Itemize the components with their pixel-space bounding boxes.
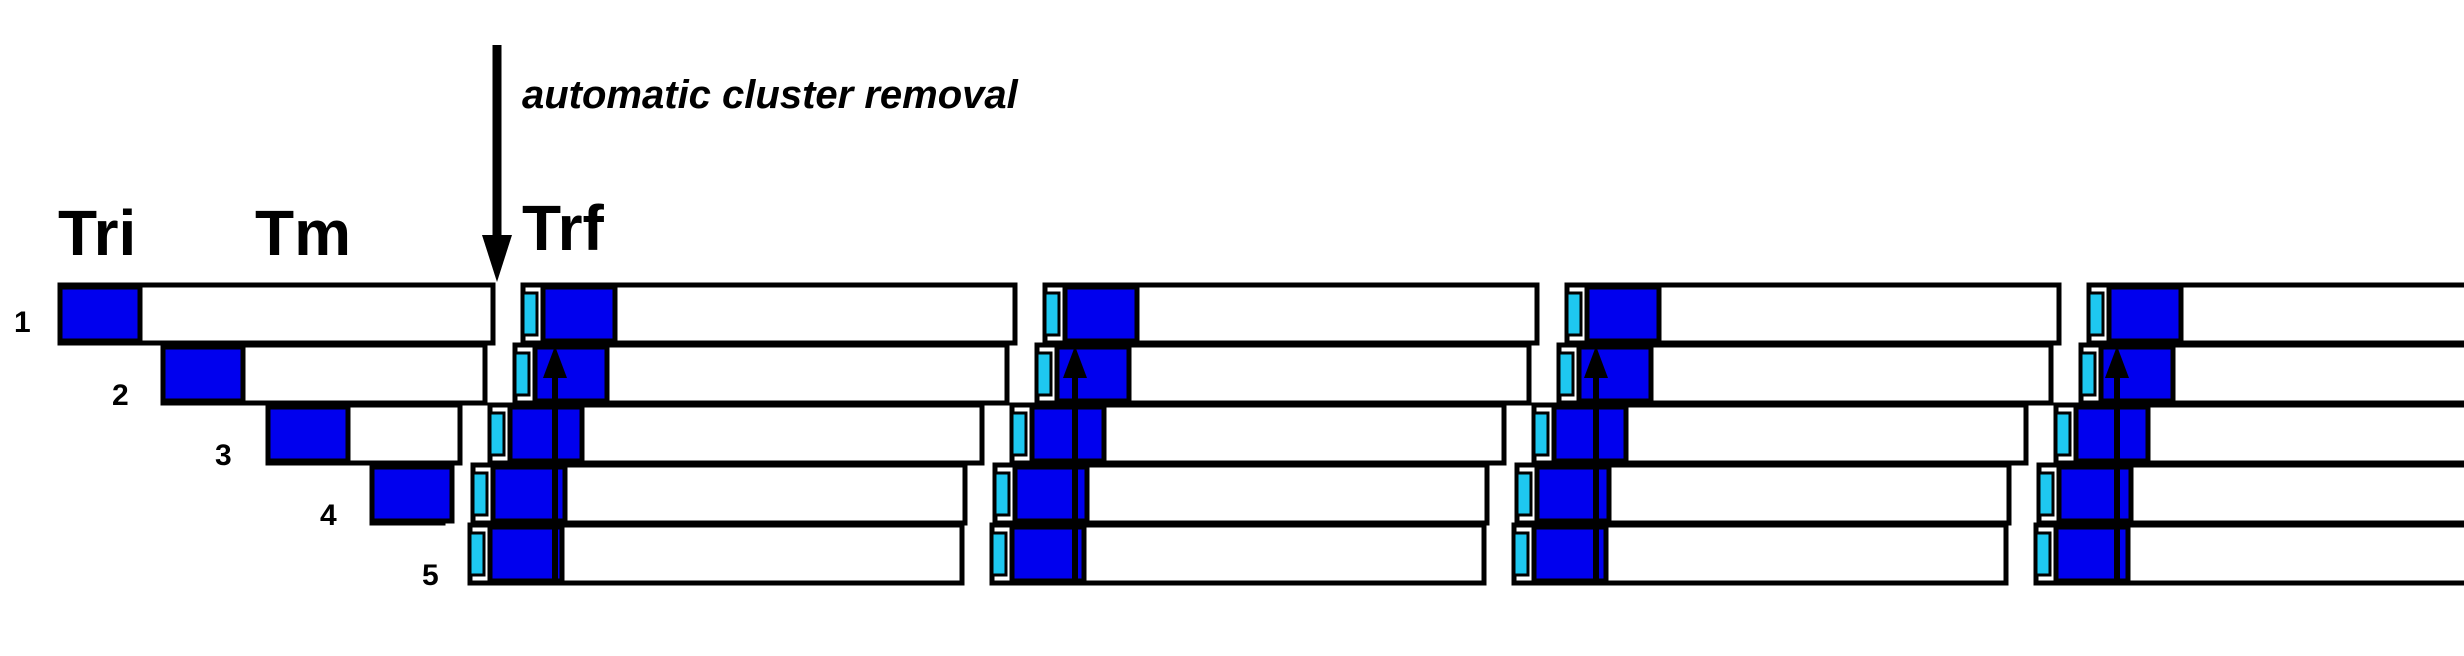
final-phase-block [2037,471,2055,517]
initial-phase-block [160,344,246,404]
row-label-1: 1 [14,306,31,339]
row-1 [57,282,2464,346]
initial-phase-block [57,284,143,344]
final-phase-block [1035,351,1053,397]
initial-phase-block [2106,284,2184,344]
final-phase-block [1010,411,1028,457]
row-label-2: 2 [112,379,129,412]
initial-phase-block [1551,404,1629,464]
initial-phase-block [487,524,565,584]
final-phase-block [1557,351,1575,397]
final-phase-block [1532,411,1550,457]
phase-label-middle: Tm [255,197,351,269]
cluster-removal-arrowhead [482,235,512,282]
initial-phase-block [1062,284,1140,344]
initial-phase-block [507,404,585,464]
final-phase-block [1515,471,1533,517]
final-phase-block [1565,291,1583,337]
process-rows [57,282,2464,586]
final-phase-block [2087,291,2105,337]
initial-phase-block [1584,284,1662,344]
initial-phase-block [540,284,618,344]
final-phase-block [1512,531,1530,577]
final-phase-block [468,531,486,577]
final-phase-block [993,471,1011,517]
final-phase-block [2054,411,2072,457]
final-phase-block [2079,351,2097,397]
phase-label-initial: Tri [58,197,136,269]
removal-link-arrowhead-icon [2105,346,2129,378]
removal-link-arrowhead-icon [1584,346,1608,378]
final-phase-block [488,411,506,457]
row-5 [467,522,2464,586]
annotation-text: automatic cluster removal [522,73,1019,117]
initial-phase-block [2073,404,2151,464]
initial-phase-block [2056,464,2134,524]
removal-link-arrowhead-icon [1063,346,1087,378]
phase-label-final: Trf [522,192,604,264]
row-3 [265,402,2464,466]
row-label-3: 3 [215,439,232,472]
initial-phase-block [265,404,351,464]
final-phase-block [471,471,489,517]
row-label-5: 5 [422,559,439,592]
initial-phase-block [1029,404,1107,464]
initial-phase-block [369,464,455,524]
final-phase-block [521,291,539,337]
final-phase-block [513,351,531,397]
final-phase-block [2034,531,2052,577]
removal-link-arrowhead-icon [543,346,567,378]
final-phase-block [990,531,1008,577]
removal-links [543,346,2129,583]
row-4 [369,462,2464,526]
row-label-4: 4 [320,499,337,532]
final-phase-block [1043,291,1061,337]
